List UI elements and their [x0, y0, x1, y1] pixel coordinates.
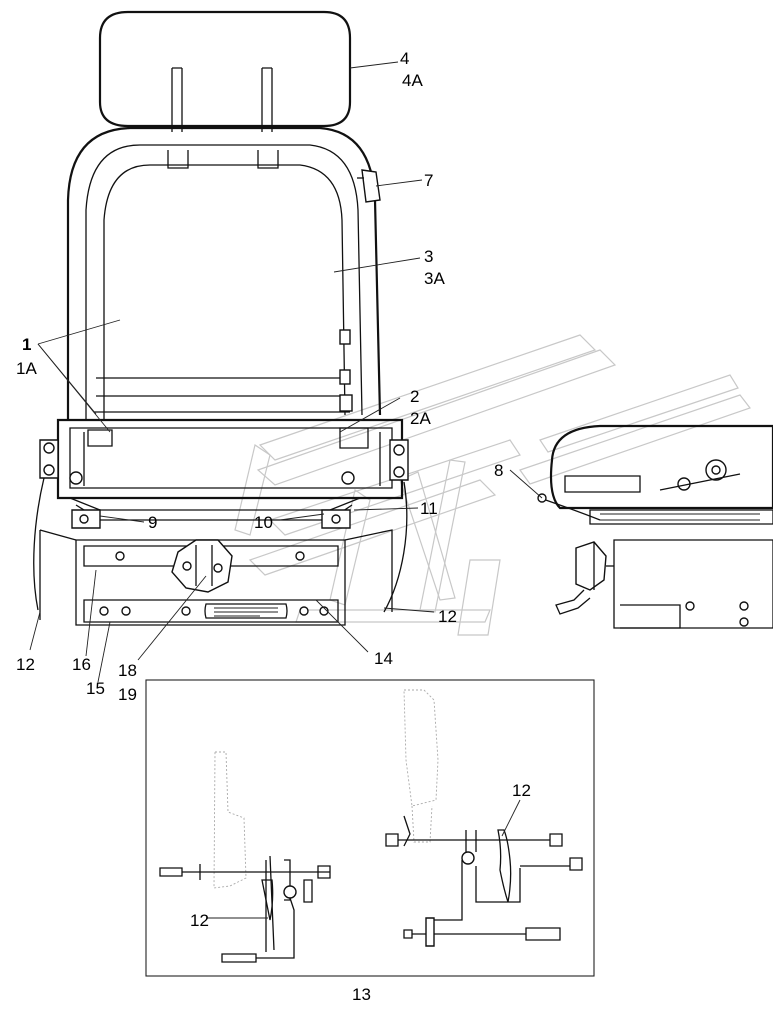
- inset-caption-13: 13: [352, 985, 371, 1004]
- seat-base: [39, 529, 393, 626]
- headrest: [98, 10, 352, 132]
- callout-9: 9: [148, 513, 157, 532]
- callout-3A: 3A: [424, 269, 445, 288]
- callout-1: 1: [22, 335, 31, 354]
- callout-19: 19: [118, 685, 137, 704]
- side-view-seat: [537, 424, 773, 629]
- callout-8: 8: [494, 461, 503, 480]
- callout-3: 3: [424, 247, 433, 266]
- inset-detail-13: [145, 679, 595, 977]
- suspension-rails: [69, 497, 361, 529]
- callout-10: 10: [254, 513, 273, 532]
- callout-16: 16: [72, 655, 91, 674]
- callout-15: 15: [86, 679, 105, 698]
- callout-14: 14: [374, 649, 393, 668]
- callout-4: 4: [400, 49, 409, 68]
- callout-12-left: 12: [16, 655, 35, 674]
- callout-1A: 1A: [16, 359, 37, 378]
- leader-lines: [29, 61, 543, 919]
- callout-11: 11: [420, 499, 438, 518]
- backrest-frame: [66, 126, 382, 420]
- callout-2: 2: [410, 387, 419, 406]
- callout-2A: 2A: [410, 409, 431, 428]
- callout-labels: 4 4A 7 3 3A 1 1A 2 2A 8 9 10 11 12 12 12…: [16, 49, 531, 1004]
- callout-12-right: 12: [438, 607, 457, 626]
- seat-frame: [33, 418, 409, 613]
- callout-18: 18: [118, 661, 137, 680]
- callout-7: 7: [424, 171, 433, 190]
- callout-4A: 4A: [402, 71, 423, 90]
- callout-12-inset-left: 12: [190, 911, 209, 930]
- watermark-logo: [234, 334, 751, 636]
- callout-12-inset-right: 12: [512, 781, 531, 800]
